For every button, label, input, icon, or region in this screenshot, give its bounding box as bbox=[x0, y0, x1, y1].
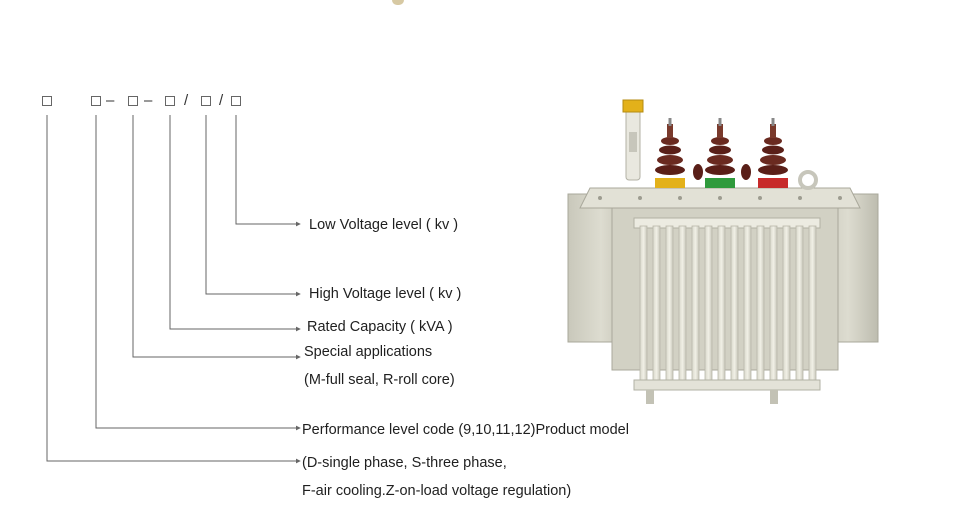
connector-rated-capacity bbox=[169, 115, 301, 332]
code-separator-2: – bbox=[144, 92, 153, 109]
code-box-low-voltage bbox=[231, 96, 241, 106]
code-box-performance bbox=[91, 96, 101, 106]
label-cooling-options: F-air cooling.Z-on-load voltage regulati… bbox=[302, 483, 572, 499]
label-low-voltage: Low Voltage level ( kv ) bbox=[309, 217, 459, 233]
logo-fragment bbox=[392, 0, 404, 5]
transformer-image bbox=[567, 99, 879, 404]
label-rated-capacity: Rated Capacity ( kVA ) bbox=[307, 319, 453, 335]
radiator-fins bbox=[633, 217, 821, 391]
connector-phase bbox=[46, 115, 301, 464]
label-performance: Performance level code (9,10,11,12)Produ… bbox=[302, 422, 629, 438]
code-box-high-voltage bbox=[201, 96, 211, 106]
connector-performance bbox=[95, 115, 301, 431]
bushing-green bbox=[705, 118, 735, 188]
connector-low-voltage bbox=[235, 115, 301, 227]
label-high-voltage: High Voltage level ( kv ) bbox=[309, 286, 462, 302]
connector-high-voltage bbox=[205, 115, 301, 297]
code-separator-4: / bbox=[219, 92, 224, 109]
label-special-applications: Special applications bbox=[304, 344, 433, 360]
code-box-phase bbox=[42, 96, 52, 106]
bushing-red bbox=[758, 118, 788, 188]
bushing-yellow bbox=[655, 118, 685, 188]
connector-special bbox=[132, 115, 301, 360]
label-special-options: (M-full seal, R-roll core) bbox=[304, 372, 455, 388]
code-box-capacity bbox=[165, 96, 175, 106]
code-separator-3: / bbox=[184, 92, 189, 109]
code-box-special bbox=[128, 96, 138, 106]
code-separator-1: – bbox=[106, 92, 115, 109]
label-phase-options: (D-single phase, S-three phase, bbox=[302, 455, 507, 471]
